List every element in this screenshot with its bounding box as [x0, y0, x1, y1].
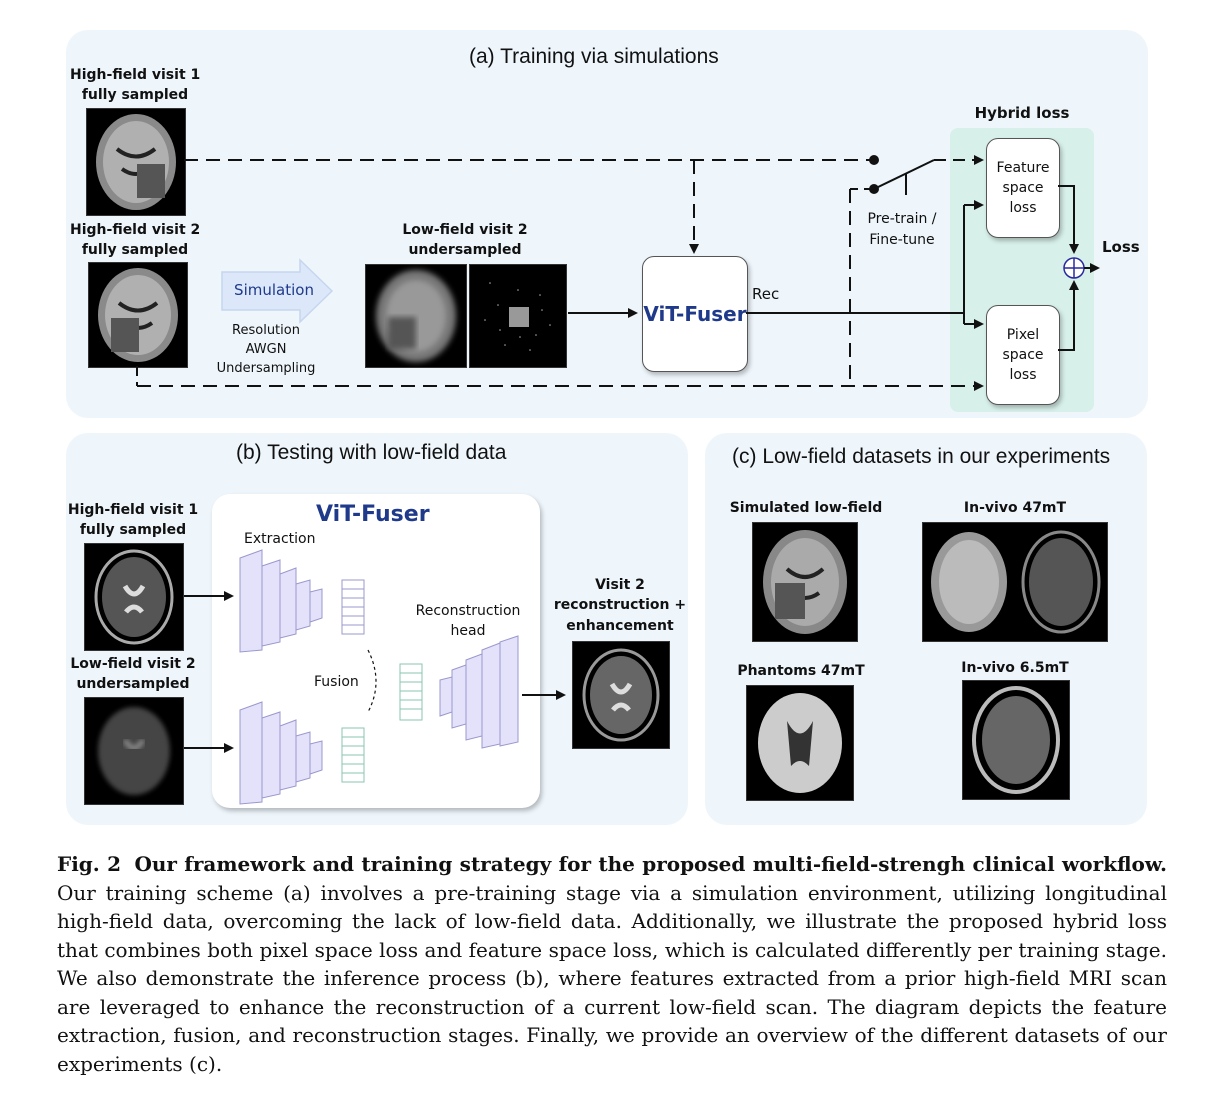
c-invivo65-label: In-vivo 6.5mT — [961, 660, 1069, 676]
encoder-bottom — [239, 701, 323, 805]
feature-loss-line1: Feature — [996, 160, 1050, 176]
b-out-label-line3: enhancement — [566, 618, 674, 634]
caption-fig-label: Fig. 2 — [57, 852, 121, 876]
brain-image-b-lf2 — [84, 697, 184, 805]
brain-image-c-invivo47 — [922, 522, 1108, 642]
brain-image-hf2 — [88, 262, 188, 368]
simulation-label: Simulation — [234, 281, 314, 299]
feature-to-sum — [1058, 185, 1079, 254]
hf1-label-line2: fully sampled — [81, 87, 189, 103]
latent-bottom — [341, 727, 365, 783]
panel-b-title: (b) Testing with low-field data — [236, 441, 507, 464]
hf2-label-line1: High-field visit 2 — [70, 222, 201, 238]
b-out-label-line1: Visit 2 — [595, 577, 645, 593]
brain-image-c-phantoms — [746, 685, 854, 801]
recon-label-line1: Reconstruction — [415, 603, 521, 619]
pixel-loss-line3: loss — [1009, 367, 1037, 383]
brain-image-b-hf1 — [84, 543, 184, 651]
panel-c-title: (c) Low-field datasets in our experiment… — [732, 445, 1111, 468]
caption-title: Our framework and training strategy for … — [134, 852, 1168, 876]
c-phantoms-label: Phantoms 47mT — [737, 663, 865, 679]
fusion-curve — [367, 649, 377, 713]
feature-loss-line3: loss — [1009, 200, 1037, 216]
feature-space-loss-box: Feature space loss — [986, 138, 1060, 238]
c-sim-label: Simulated low-field — [729, 500, 883, 516]
caption-text: Our training scheme (a) involves a pre-t… — [57, 880, 1167, 1076]
brain-image-lf2 — [365, 264, 467, 368]
resolution-label: Resolution — [232, 323, 300, 338]
b-lf2-label-line1: Low-field visit 2 — [70, 656, 196, 672]
brain-image-c-invivo65 — [962, 680, 1070, 800]
recon-label-line2: head — [450, 623, 486, 639]
connector-overlay — [136, 155, 1100, 805]
figure-caption: Fig. 2 Our framework and training strate… — [57, 850, 1167, 1078]
rec-label: Rec — [752, 285, 780, 303]
pixel-loss-line2: space — [1002, 347, 1044, 363]
lf2-label-line1: Low-field visit 2 — [402, 222, 528, 238]
c-invivo47-label: In-vivo 47mT — [963, 500, 1067, 516]
latent-top — [341, 579, 365, 635]
hf2-label-line2: fully sampled — [81, 242, 189, 258]
awgn-label: AWGN — [245, 342, 287, 357]
recon-head-stack — [439, 635, 519, 749]
pretrain-label-line1: Pre-train / — [867, 211, 937, 227]
simulation-arrow — [221, 258, 334, 324]
pixel-loss-line1: Pixel — [1006, 327, 1040, 343]
feature-loss-line2: space — [1002, 180, 1044, 196]
pixel-space-loss-box: Pixel space loss — [986, 305, 1060, 405]
vit-fuser-label-b: ViT-Fuser — [316, 502, 430, 527]
undersampling-label: Undersampling — [216, 361, 316, 376]
b-hf1-label-line2: fully sampled — [79, 522, 187, 538]
pixel-to-sum — [1058, 280, 1079, 351]
pretrain-label-line2: Fine-tune — [869, 232, 935, 248]
latent-fused — [399, 663, 423, 721]
encoder-top — [239, 549, 323, 653]
switch-lever — [873, 159, 935, 190]
hf1-label-line1: High-field visit 1 — [70, 67, 201, 83]
vit-fuser-box-a: ViT-Fuser — [642, 256, 748, 372]
loss-label: Loss — [1102, 238, 1140, 256]
fusion-label: Fusion — [314, 674, 359, 690]
lf2-label-line2: undersampled — [408, 242, 522, 258]
switch-dot-top — [869, 155, 879, 165]
brain-image-c-sim — [752, 522, 858, 642]
b-out-label-line2: reconstruction + — [553, 597, 687, 613]
panel-a-title: (a) Training via simulations — [469, 45, 719, 68]
brain-image-hf1 — [86, 108, 186, 216]
vit-fuser-label-a: ViT-Fuser — [643, 302, 747, 326]
hybrid-loss-label: Hybrid loss — [974, 104, 1070, 122]
brain-image-b-output — [572, 641, 670, 749]
extraction-label: Extraction — [244, 531, 316, 547]
b-hf1-label-line1: High-field visit 1 — [67, 502, 199, 518]
kspace-mask-image — [469, 264, 567, 368]
b-lf2-label-line2: undersampled — [76, 676, 190, 692]
